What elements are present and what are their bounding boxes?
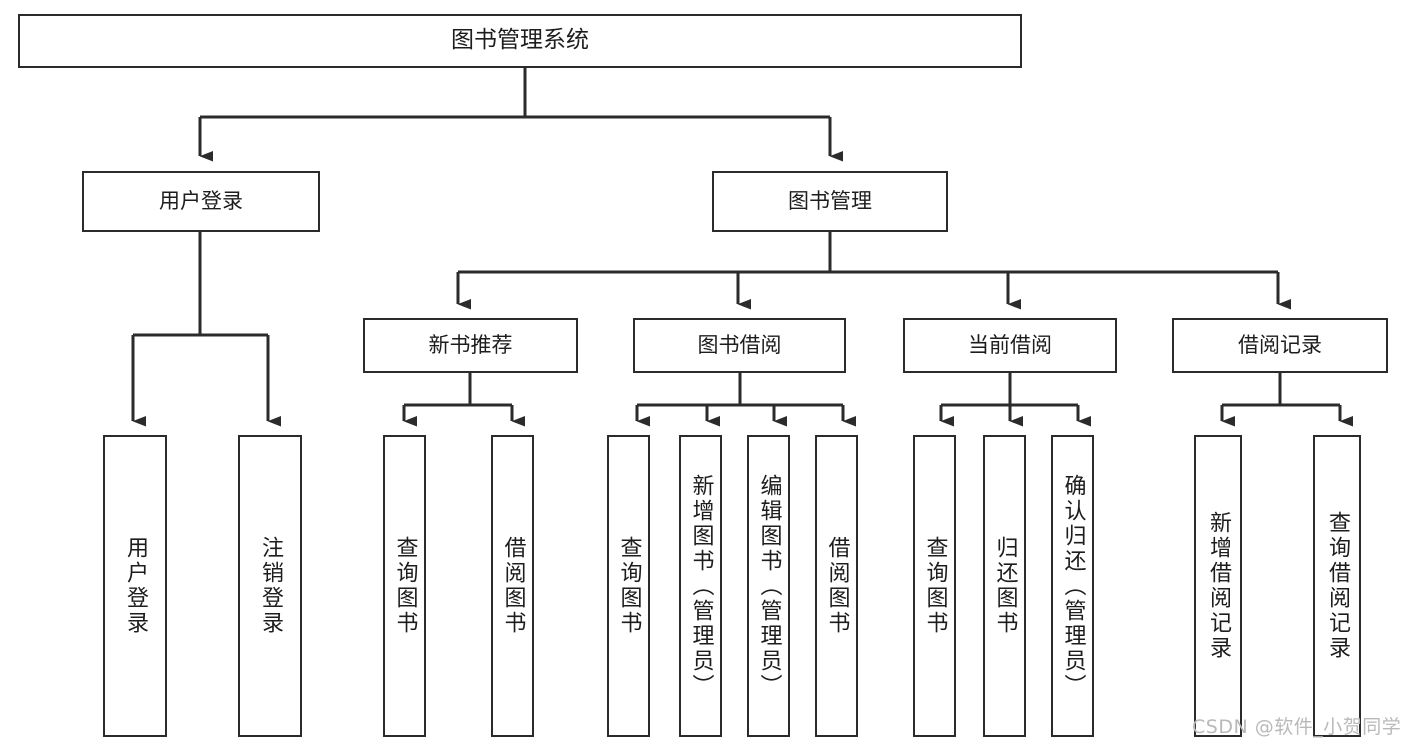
node-leaf-logout-label: 注销登录 (258, 536, 283, 636)
node-leaf-query-book-1-label: 查询图书 (392, 536, 418, 636)
node-root[interactable]: 图书管理系统 (18, 14, 1022, 68)
node-leaf-confirm-return[interactable]: 确认归还（管理员） (1051, 435, 1094, 737)
node-book-borrow-label: 图书借阅 (697, 333, 782, 358)
node-user-login[interactable]: 用户登录 (82, 171, 320, 232)
node-new-book-rec-label: 新书推荐 (428, 333, 513, 358)
node-leaf-confirm-return-label: 确认归还（管理员） (1060, 473, 1086, 699)
node-leaf-logout[interactable]: 注销登录 (238, 435, 302, 737)
node-user-login-label: 用户登录 (159, 189, 243, 214)
node-leaf-return-book[interactable]: 归还图书 (983, 435, 1026, 737)
node-leaf-borrow-book-1[interactable]: 借阅图书 (491, 435, 534, 737)
node-leaf-edit-book[interactable]: 编辑图书（管理员） (747, 435, 790, 737)
node-leaf-query-book-3[interactable]: 查询图书 (913, 435, 956, 737)
node-leaf-add-book-label: 新增图书（管理员） (688, 473, 714, 699)
node-leaf-return-book-label: 归还图书 (992, 536, 1018, 636)
node-leaf-query-book-2-label: 查询图书 (616, 536, 642, 636)
node-book-borrow[interactable]: 图书借阅 (633, 318, 846, 373)
node-current-borrow[interactable]: 当前借阅 (903, 318, 1117, 373)
node-leaf-edit-book-label: 编辑图书（管理员） (756, 473, 782, 699)
node-leaf-query-book-1[interactable]: 查询图书 (383, 435, 426, 737)
node-current-borrow-label: 当前借阅 (968, 333, 1052, 358)
node-leaf-add-book[interactable]: 新增图书（管理员） (679, 435, 722, 737)
node-leaf-query-record-label: 查询借阅记录 (1325, 511, 1350, 661)
node-leaf-query-book-2[interactable]: 查询图书 (607, 435, 650, 737)
node-leaf-query-record[interactable]: 查询借阅记录 (1313, 435, 1361, 737)
node-leaf-add-record-label: 新增借阅记录 (1206, 511, 1231, 661)
node-new-book-rec[interactable]: 新书推荐 (363, 318, 578, 373)
node-book-manage[interactable]: 图书管理 (712, 171, 948, 232)
node-leaf-user-login-label: 用户登录 (123, 536, 148, 636)
node-borrow-record[interactable]: 借阅记录 (1172, 318, 1388, 373)
node-root-label: 图书管理系统 (451, 27, 589, 54)
node-leaf-borrow-book-2-label: 借阅图书 (824, 536, 850, 636)
node-leaf-add-record[interactable]: 新增借阅记录 (1194, 435, 1242, 737)
node-book-manage-label: 图书管理 (788, 189, 872, 214)
node-leaf-borrow-book-2[interactable]: 借阅图书 (815, 435, 858, 737)
node-leaf-user-login[interactable]: 用户登录 (103, 435, 167, 737)
node-leaf-query-book-3-label: 查询图书 (922, 536, 948, 636)
node-borrow-record-label: 借阅记录 (1238, 333, 1322, 358)
node-leaf-borrow-book-1-label: 借阅图书 (500, 536, 526, 636)
